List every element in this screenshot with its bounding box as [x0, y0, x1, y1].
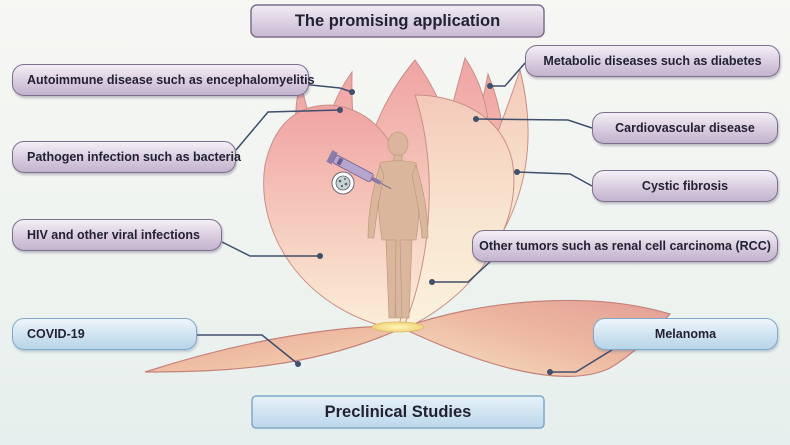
top-title-box [250, 4, 545, 38]
connector-covid [197, 334, 299, 365]
label-melanoma: Melanoma [593, 318, 778, 350]
virus-icon [331, 171, 355, 195]
human-figure-icon [367, 131, 429, 319]
label-metabolic: Metabolic diseases such as diabetes [525, 45, 780, 77]
syringe-icon [326, 150, 392, 190]
label-other-tumors: Other tumors such as renal cell carcinom… [472, 230, 778, 262]
label-covid: COVID-19 [12, 318, 197, 350]
label-cardiovascular: Cardiovascular disease [592, 112, 778, 144]
footer-title: Preclinical Studies [324, 402, 472, 421]
label-autoimmune: Autoimmune disease such as encephalomyel… [12, 64, 315, 96]
label-hiv: HIV and other viral infections [12, 219, 222, 251]
connector-cystic [516, 171, 593, 187]
connector-cardio [475, 118, 593, 129]
lotus-base [371, 321, 425, 333]
lotus-leaf-left [144, 325, 399, 373]
connector-metabolic [490, 62, 526, 87]
connector-pathogen [235, 109, 341, 151]
connector-dots [295, 83, 553, 375]
label-cystic-fibrosis: Cystic fibrosis [592, 170, 778, 202]
label-pathogen: Pathogen infection such as bacteria [12, 141, 241, 173]
connector-hiv [221, 241, 320, 257]
page-title: The promising application [294, 11, 501, 30]
bottom-title-box [251, 395, 545, 429]
